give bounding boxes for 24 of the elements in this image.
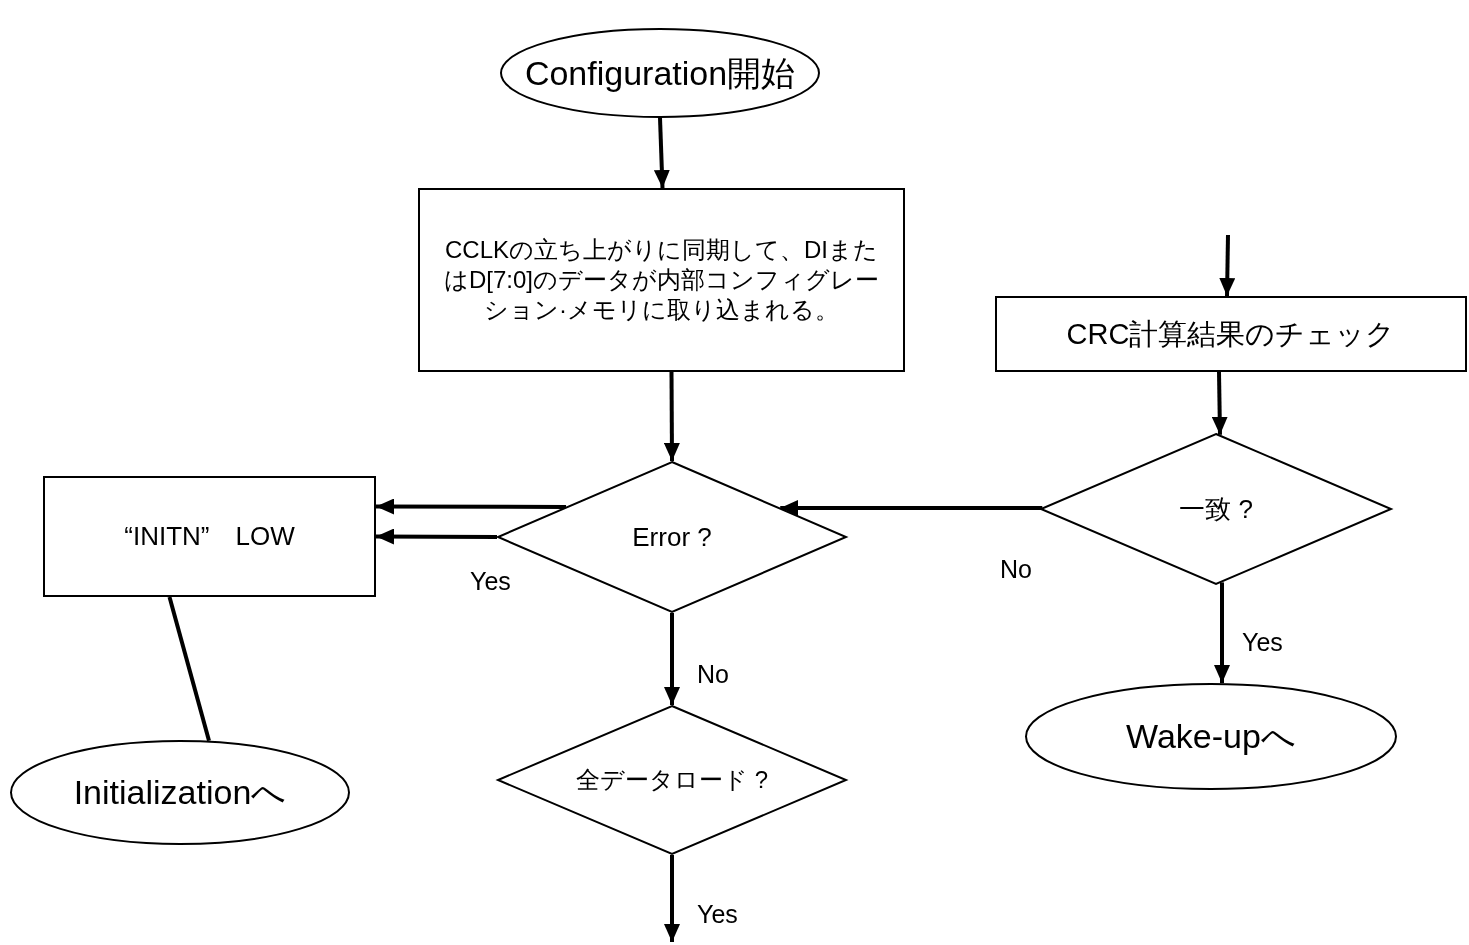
terminal-ellipse: Configuration開始 <box>500 28 820 118</box>
arrow <box>663 372 680 461</box>
edge-label: Yes <box>470 567 511 596</box>
edge-label: No <box>1000 555 1032 584</box>
arrow <box>1211 371 1228 435</box>
terminal-ellipse: Wake-upへ <box>1025 683 1397 790</box>
arrow <box>1214 582 1230 684</box>
edge-label: No <box>697 660 729 689</box>
process-box: CRC計算結果のチェック <box>995 296 1467 372</box>
terminal-ellipse: Initializationへ <box>10 740 350 845</box>
arrow <box>653 117 670 189</box>
process-box: “INITN” LOW <box>43 476 376 597</box>
arrow <box>1219 234 1236 297</box>
arrow <box>664 613 680 705</box>
decision-diamond: 全データロード ? <box>497 705 847 855</box>
connector-line <box>167 596 211 742</box>
decision-diamond: 一致 ? <box>1040 433 1392 585</box>
process-box: CCLKの立ち上がりに同期して、DIまたはD[7:0]のデータが内部コンフィグレーション·メモリに取り込まれる。 <box>418 188 905 372</box>
edge-label: Yes <box>697 900 738 929</box>
edge-label: Yes <box>1242 628 1283 657</box>
arrow <box>780 500 1043 516</box>
arrow <box>376 498 567 515</box>
arrow <box>376 528 497 545</box>
arrow <box>664 855 680 942</box>
